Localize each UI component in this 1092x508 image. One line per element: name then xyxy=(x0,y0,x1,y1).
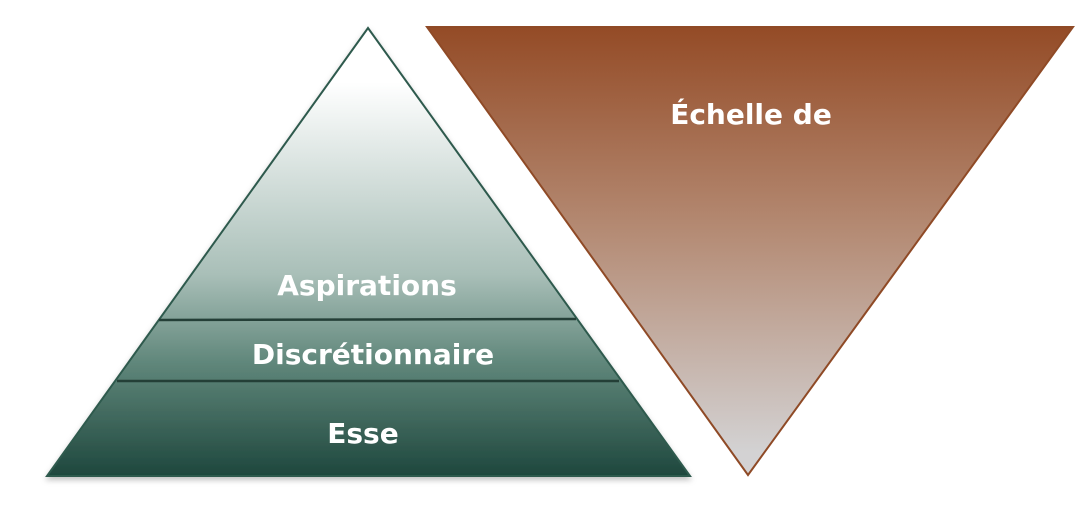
pyramid-level-esse: Esse xyxy=(327,417,398,450)
inverted-triangle-shape xyxy=(425,26,1075,477)
inverted-triangle-label: Échelle de xyxy=(670,97,832,131)
inverted-triangle: Échelle de xyxy=(425,26,1075,477)
pyramid-divider-upper xyxy=(158,317,577,322)
pyramid-shape xyxy=(45,26,692,477)
pyramid: Aspirations Discrétionnaire Esse xyxy=(45,26,692,477)
pyramid-level-discretionnaire: Discrétionnaire xyxy=(252,338,494,371)
pyramid-level-aspirations: Aspirations xyxy=(277,269,457,302)
